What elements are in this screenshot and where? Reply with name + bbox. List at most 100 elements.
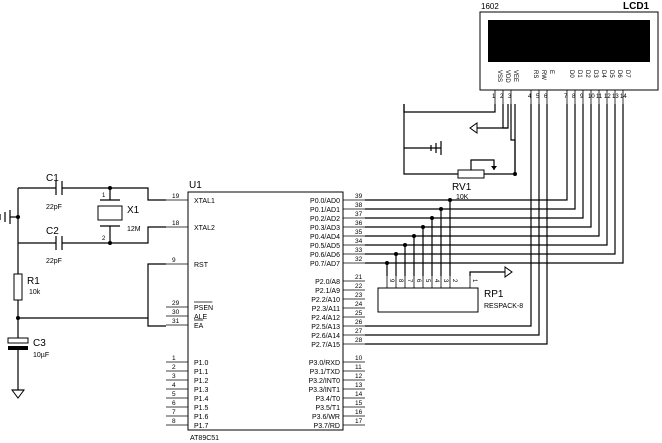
lcd-pin-name: D6 bbox=[616, 70, 622, 78]
mcu-pin-name: P2.6/A14 bbox=[311, 333, 340, 340]
rp1-pin-number: 2 bbox=[451, 279, 457, 283]
lcd-pin-number: 10 bbox=[588, 94, 595, 100]
mcu-pin-number: 38 bbox=[355, 202, 363, 209]
mcu-pin-name: P0.4/AD4 bbox=[310, 234, 340, 241]
mcu-pin-number: 12 bbox=[355, 373, 363, 380]
junction-dot bbox=[412, 234, 416, 238]
r1-body bbox=[13, 273, 23, 301]
lcd-pin-name: RW bbox=[540, 70, 546, 80]
junction-dot bbox=[385, 261, 389, 265]
rv1-wiper-arrow bbox=[491, 166, 497, 170]
rv1-value: 10K bbox=[456, 194, 469, 201]
rp1-value: RESPACK-8 bbox=[484, 303, 523, 310]
mcu-pin-number: 10 bbox=[355, 355, 363, 362]
rp1-pin-number: 9 bbox=[388, 279, 394, 283]
power-arrow bbox=[469, 122, 478, 134]
x1-body bbox=[97, 205, 123, 221]
vss-wire bbox=[403, 104, 496, 113]
mcu-pin-name: EA bbox=[194, 323, 204, 330]
lcd-pin-number: 3 bbox=[508, 94, 512, 100]
mcu-pin-number: 36 bbox=[355, 220, 363, 227]
mcu-pin-number: 16 bbox=[355, 409, 363, 416]
control-wire bbox=[365, 104, 548, 345]
mcu-pin-name: P2.1/A9 bbox=[315, 288, 340, 295]
mcu-pin-number: 33 bbox=[355, 247, 363, 254]
mcu-pin-name: P1.4 bbox=[194, 396, 209, 403]
data-bus-wire bbox=[365, 104, 616, 255]
rv1-potentiometer: RV1 10K bbox=[403, 104, 517, 201]
lcd-pin-name: D5 bbox=[608, 70, 614, 78]
lcd-pin-group: VSS1VDD2VEE3RS4RW5E6D07D18D29D310D411D51… bbox=[492, 70, 630, 104]
mcu-pin-number: 3 bbox=[172, 373, 176, 380]
mcu-pin-number: 8 bbox=[172, 418, 176, 425]
mcu-pin-name: PSEN bbox=[194, 305, 213, 312]
mcu-pin-name: RST bbox=[194, 262, 209, 269]
data-bus-wire bbox=[365, 104, 592, 228]
mcu-pin-number: 4 bbox=[172, 382, 176, 389]
lcd-pin-name: D3 bbox=[592, 70, 598, 78]
mcu-pin-number: 29 bbox=[172, 300, 180, 307]
mcu-left-pins: 19XTAL118XTAL29RST29PSEN30ALE31EA1P1.02P… bbox=[166, 193, 215, 430]
mcu-pin-number: 31 bbox=[172, 318, 180, 325]
lcd-pin-number: 11 bbox=[596, 94, 603, 100]
mcu-pin-number: 35 bbox=[355, 229, 363, 236]
lcd-pin-number: 14 bbox=[620, 94, 627, 100]
x1-ref: X1 bbox=[127, 205, 140, 216]
mcu-pin-number: 24 bbox=[355, 301, 363, 308]
rp1-pin-number: 6 bbox=[415, 279, 421, 283]
mcu-pin-number: 21 bbox=[355, 274, 363, 281]
lcd-pin-name: VDD bbox=[504, 70, 510, 83]
mcu-pin-name: P3.0/RXD bbox=[309, 360, 340, 367]
r1-value: 10k bbox=[29, 289, 41, 296]
mcu-pin-name: P3.3/INT1 bbox=[308, 387, 340, 394]
junction-dot bbox=[439, 207, 443, 211]
mcu-pin-name: P3.7/RD bbox=[314, 423, 340, 430]
mcu-pin-name: P1.5 bbox=[194, 405, 209, 412]
rp1-pin-number: 3 bbox=[442, 279, 448, 283]
lcd-pin-number: 4 bbox=[528, 94, 532, 100]
lcd-pin-number: 8 bbox=[572, 94, 576, 100]
junction-dot bbox=[448, 198, 452, 202]
rv1-ref: RV1 bbox=[452, 182, 472, 193]
mcu-pin-name: P1.7 bbox=[194, 423, 209, 430]
mcu-pin-name: ALE bbox=[194, 314, 208, 321]
ea-wire bbox=[147, 318, 166, 327]
mcu-pin-name: P3.6/WR bbox=[312, 414, 340, 421]
rv1-wiper bbox=[470, 159, 495, 170]
c1-ref: C1 bbox=[46, 173, 59, 184]
oscillator-circuit: C1 22pF C2 22pF 1 2 X1 12M R1 10k C3 bbox=[0, 173, 166, 399]
c2-value: 22pF bbox=[46, 258, 62, 265]
mcu-pin-name: P2.5/A13 bbox=[311, 324, 340, 331]
data-bus-wire bbox=[365, 104, 576, 210]
mcu-ref: U1 bbox=[189, 180, 202, 191]
lcd-module: 1602 LCD1 VSS1VDD2VEE3RS4RW5E6D07D18D29D… bbox=[479, 1, 659, 104]
mcu-pin-name: P2.4/A12 bbox=[311, 315, 340, 322]
lcd-pin-name: D7 bbox=[624, 70, 630, 78]
mcu-pin-name: P2.2/A10 bbox=[311, 297, 340, 304]
lcd-pin-number: 13 bbox=[612, 94, 619, 100]
mcu-pin-name: XTAL2 bbox=[194, 225, 215, 232]
lcd-pin-name: D4 bbox=[600, 70, 606, 78]
mcu-pin-name: P2.0/A8 bbox=[315, 279, 340, 286]
mcu-pin-name: P1.0 bbox=[194, 360, 209, 367]
mcu-pin-name: P3.4/T0 bbox=[315, 396, 340, 403]
lcd-ref: LCD1 bbox=[623, 1, 650, 12]
data-bus-wire bbox=[365, 104, 600, 237]
mcu-pin-name: P0.5/AD5 bbox=[310, 243, 340, 250]
mcu-pin-number: 11 bbox=[355, 364, 362, 371]
mcu-pin-number: 23 bbox=[355, 292, 363, 299]
xtal2-wire bbox=[110, 226, 166, 244]
rp1-pin-number: 4 bbox=[433, 279, 439, 283]
mcu-body bbox=[187, 191, 344, 431]
lcd-pin-number: 6 bbox=[544, 94, 548, 100]
lcd-pin-name: D1 bbox=[576, 70, 582, 78]
mcu-u1: U1 AT89C51 19XTAL118XTAL29RST29PSEN30ALE… bbox=[166, 180, 365, 442]
control-wire bbox=[365, 104, 540, 336]
mcu-pin-number: 14 bbox=[355, 391, 363, 398]
mcu-pin-name: P0.6/AD6 bbox=[310, 252, 340, 259]
mcu-pin-number: 17 bbox=[355, 418, 363, 425]
lcd-screen bbox=[488, 20, 650, 62]
rv1-left-wire bbox=[403, 104, 458, 175]
xtal1-wire bbox=[110, 187, 166, 201]
